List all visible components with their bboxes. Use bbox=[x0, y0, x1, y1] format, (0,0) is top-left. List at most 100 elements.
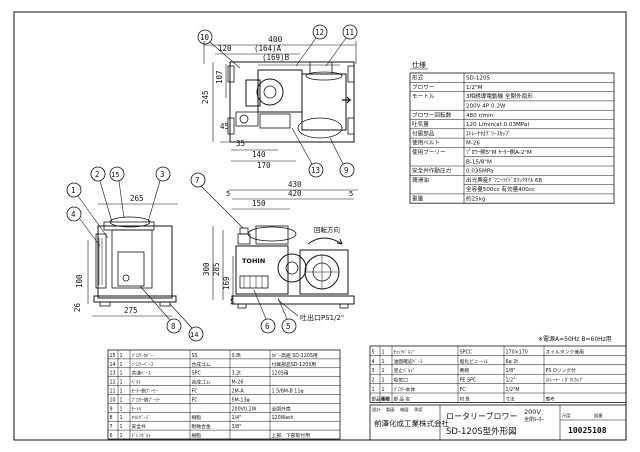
svg-text:9: 9 bbox=[344, 166, 349, 175]
part-material: 耐蝕合金 bbox=[192, 423, 211, 430]
rotation-arrow-icon bbox=[307, 237, 343, 245]
svg-text:11: 11 bbox=[345, 28, 354, 37]
spec-value: 全容量500cc 有効量400cc bbox=[466, 185, 535, 193]
part-note: ｶﾊﾞｰ高組 SD-120S用 bbox=[272, 352, 318, 359]
spec-value: 出光興産ﾀﾞﾌﾆｰﾊｲﾄﾞﾛﾘｯｸｵｲﾙ 68 bbox=[466, 176, 542, 184]
part-no: 14 bbox=[110, 362, 116, 368]
title-block-label: 図番 bbox=[594, 412, 603, 419]
part-material: PE,SPC bbox=[460, 378, 477, 384]
part-qty: 1 bbox=[120, 380, 123, 386]
part-material: SS bbox=[192, 353, 198, 359]
part-no: 4 bbox=[372, 359, 375, 365]
spec-value: 0.035MPa bbox=[466, 169, 493, 175]
spec-label: 安全弁作動圧力 bbox=[412, 167, 452, 175]
svg-text:7: 7 bbox=[195, 176, 200, 185]
part-name: 逆止ﾊﾞﾙﾌﾞ bbox=[394, 367, 416, 374]
part-qty: 1 bbox=[120, 406, 123, 412]
svg-text:8: 8 bbox=[171, 322, 176, 331]
spec-label: ブロワー bbox=[412, 83, 435, 91]
part-material: 樹脂 bbox=[192, 432, 202, 439]
top-view: 400 120 (164)A (169)B 107 245 45 35 140 … bbox=[197, 24, 358, 178]
part-name: ﾌﾞﾛﾜｰｶﾊﾞｰ bbox=[132, 352, 154, 359]
part-name: ﾍﾞﾙﾄ bbox=[132, 379, 142, 386]
balloon-5: 5 bbox=[277, 297, 297, 334]
side-view: 265 100 26 275 1 2 15 bbox=[66, 166, 204, 342]
part-no: 15 bbox=[110, 353, 116, 359]
parts-header-qty: 個数 bbox=[382, 395, 391, 402]
part-name: 油面確認ﾍﾞｰｽ bbox=[394, 358, 423, 365]
part-no: 7 bbox=[110, 424, 113, 430]
balloon-6: 6 bbox=[253, 289, 276, 334]
part-qty: 1 bbox=[382, 359, 385, 365]
part-name: 共通ﾍﾞｰｽ bbox=[132, 370, 152, 377]
part-note: 全閉外扇 bbox=[272, 405, 291, 412]
dim-420: 420 bbox=[288, 189, 302, 198]
part-no: 3 bbox=[372, 368, 375, 374]
part-material: 塩化ビニール bbox=[460, 358, 489, 365]
svg-text:5: 5 bbox=[286, 322, 291, 331]
spec-title: 仕様 bbox=[412, 60, 426, 69]
outlet-label: 吐出口PS1/2" bbox=[300, 313, 344, 322]
part-name: ﾄﾞﾚﾝﾎﾞﾙﾄ bbox=[132, 432, 152, 439]
frequency-note: ※電源A=50Hz B=60Hz用 bbox=[538, 335, 612, 343]
balloon-1: 1 bbox=[66, 182, 109, 239]
spec-label: 付属部品 bbox=[412, 129, 435, 137]
part-spec: 2M-A bbox=[232, 389, 245, 395]
part-material: SPCC bbox=[460, 349, 473, 355]
rotation-direction-label: 回転方向 bbox=[314, 225, 340, 234]
spec-label: 重量 bbox=[412, 195, 424, 203]
balloon-14: 14 bbox=[169, 303, 204, 342]
part-spec: 3/8" bbox=[232, 424, 242, 430]
spec-value: ｽﾄﾚｰﾅ付ｸﾞﾘｰｽｶｯﾌﾟ bbox=[466, 129, 511, 137]
svg-text:1: 1 bbox=[71, 186, 76, 195]
part-spec: 1/4" bbox=[232, 415, 242, 421]
part-no: 1 bbox=[372, 387, 375, 393]
balloon-12: 12 bbox=[295, 24, 328, 67]
title-block-label: 検図 bbox=[400, 406, 408, 413]
dim-170: 170 bbox=[257, 161, 271, 170]
part-material: 黄銅 bbox=[460, 367, 470, 374]
dim-120: 120 bbox=[218, 44, 232, 53]
dim-400: 400 bbox=[268, 35, 283, 44]
part-qty: 1 bbox=[382, 368, 385, 374]
part-name: 安全弁 bbox=[132, 423, 147, 430]
balloon-7: 7 bbox=[190, 172, 244, 229]
part-no: 5 bbox=[372, 349, 375, 355]
dim-45: 45 bbox=[220, 122, 229, 131]
part-note: 120S用 bbox=[272, 371, 289, 377]
part-spec: 5M-13φ bbox=[232, 397, 250, 403]
balloon-3: 3 bbox=[147, 166, 171, 223]
part-note: 120Wash bbox=[272, 415, 294, 421]
balloon-8: 8 bbox=[139, 285, 182, 334]
dim-245: 245 bbox=[201, 90, 210, 104]
part-material: FC bbox=[460, 387, 467, 393]
balloon-2: 2 bbox=[90, 166, 113, 223]
part-no: 11 bbox=[110, 389, 116, 395]
parts-header-note: 備考 bbox=[546, 395, 555, 402]
part-spec: 200V0.2W bbox=[232, 406, 257, 412]
spec-label: 吐気量 bbox=[412, 120, 429, 128]
part-no: 9 bbox=[110, 406, 113, 412]
part-note: PS Oリング付 bbox=[546, 367, 577, 374]
part-qty: 1 bbox=[120, 397, 123, 403]
part-name: 吸気口 bbox=[394, 377, 409, 384]
part-qty: 1 bbox=[382, 349, 385, 355]
part-material: 合成ゴム bbox=[192, 361, 211, 368]
part-spec: 1/8" bbox=[506, 368, 516, 374]
balloon-4: 4 bbox=[66, 206, 101, 247]
dim-5-left: 5 bbox=[226, 190, 230, 198]
part-qty: 1 bbox=[120, 415, 123, 421]
product-name: ロータリーブロワー bbox=[446, 411, 518, 421]
spec-label: 使用ベルト bbox=[412, 139, 440, 147]
part-name: ﾓｰﾄﾙ bbox=[132, 406, 142, 412]
part-spec: 6φ 2t bbox=[506, 359, 519, 365]
part-note: オイルタンク兼用 bbox=[546, 348, 585, 355]
svg-text:13: 13 bbox=[311, 166, 320, 175]
dim-285: 285 bbox=[212, 262, 221, 276]
part-name: ﾌﾞﾛﾜｰ本体 bbox=[394, 386, 416, 393]
part-spec: 1/2" bbox=[506, 378, 516, 384]
part-no: 2 bbox=[372, 378, 375, 384]
sheet-border bbox=[13, 11, 627, 441]
title-block: 設計製図検図承認尺度図番 前澤化成工業株式会社 ロータリーブロワー 200V 全… bbox=[369, 404, 627, 441]
part-note: 付属部品SD-120S用 bbox=[272, 361, 317, 368]
